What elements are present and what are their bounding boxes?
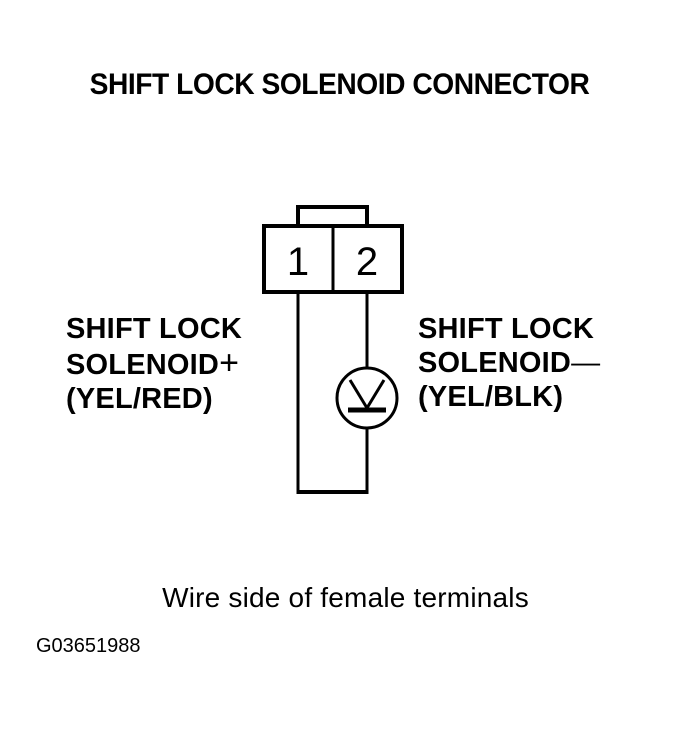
diagram-title: SHIFT LOCK SOLENOID CONNECTOR — [89, 68, 590, 101]
minus-icon: — — [571, 347, 601, 379]
terminal-2-label-line2: SOLENOID— — [418, 346, 600, 380]
terminal-1-label-line2: SOLENOID+ — [66, 346, 242, 382]
terminal-2-label-line1: SHIFT LOCK — [418, 313, 594, 345]
terminal-1-label: SHIFT LOCK SOLENOID+ (YEL/RED) — [66, 312, 242, 416]
terminal-2-wire-color: (YEL/BLK) — [418, 381, 564, 413]
pin-1-number: 1 — [287, 240, 309, 284]
terminal-1-wire-color: (YEL/RED) — [66, 383, 213, 415]
terminal-2-label: SHIFT LOCK SOLENOID— (YEL/BLK) — [418, 312, 600, 414]
plus-icon: + — [219, 344, 240, 382]
diagram-caption: Wire side of female terminals — [162, 582, 529, 613]
voltmeter-icon — [335, 366, 399, 430]
terminal-2-name: SOLENOID — [418, 347, 572, 379]
terminal-1-label-line1: SHIFT LOCK — [66, 313, 242, 345]
pin-2-number: 2 — [356, 240, 378, 284]
figure-id: G03651988 — [36, 635, 141, 657]
terminal-1-name: SOLENOID — [66, 349, 220, 381]
